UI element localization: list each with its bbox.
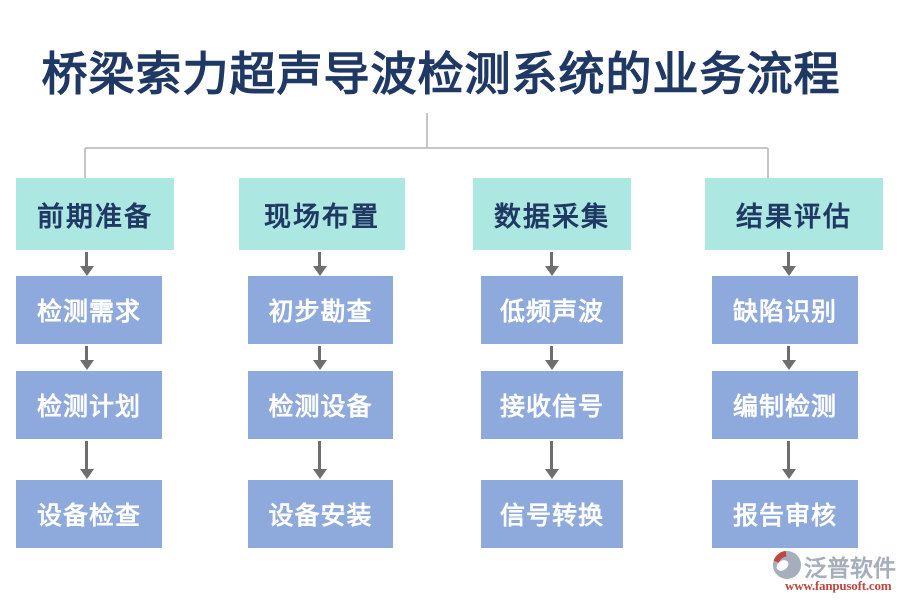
column-3-header-label: 数据采集 bbox=[494, 201, 610, 232]
column-1-step-1-label: 检测需求 bbox=[36, 299, 141, 326]
column-4-step-3-box: 报告审核 bbox=[712, 480, 858, 548]
column-4-step-3-label: 报告审核 bbox=[732, 503, 837, 530]
column-3-step-3-box: 信号转换 bbox=[481, 480, 623, 548]
column-1-step-2-box: 检测计划 bbox=[16, 371, 162, 439]
column-1-header-label: 前期准备 bbox=[37, 201, 153, 232]
column-2-step-3-label: 设备安装 bbox=[268, 503, 373, 530]
fanpu-brand-text: 泛普软件 bbox=[804, 556, 896, 581]
column-4-down-arrow-3 bbox=[787, 441, 790, 469]
column-3-step-3-label: 信号转换 bbox=[499, 503, 604, 530]
column-2-step-2-label: 检测设备 bbox=[268, 394, 373, 421]
column-2-step-1-box: 初步勘查 bbox=[248, 276, 393, 344]
column-3-step-2-label: 接收信号 bbox=[499, 394, 604, 421]
column-1-down-arrow-1 bbox=[85, 252, 88, 266]
column-2-step-1-label: 初步勘查 bbox=[268, 299, 373, 326]
column-4-step-1-label: 缺陷识别 bbox=[732, 299, 837, 326]
column-3-down-arrow-2 bbox=[550, 346, 553, 360]
column-1-down-arrow-2 bbox=[85, 346, 88, 360]
column-2-step-2-box: 检测设备 bbox=[248, 371, 393, 439]
column-4-header-label: 结果评估 bbox=[736, 201, 852, 232]
column-4-down-arrow-1 bbox=[787, 252, 790, 266]
column-2-down-arrow-1 bbox=[318, 252, 321, 266]
column-4-step-2-label: 编制检测 bbox=[732, 394, 837, 421]
column-2-down-arrow-2 bbox=[318, 346, 321, 360]
column-3-step-1-label: 低频声波 bbox=[499, 299, 604, 326]
column-4-step-2-box: 编制检测 bbox=[712, 371, 858, 439]
column-1-step-3-label: 设备检查 bbox=[36, 503, 141, 530]
column-2-step-3-box: 设备安装 bbox=[248, 480, 393, 548]
column-4-down-arrow-2 bbox=[787, 346, 790, 360]
fanpu-url-text: www.fanpusoft.com bbox=[785, 578, 892, 593]
column-1-step-3-box: 设备检查 bbox=[16, 480, 162, 548]
fanpu-watermark: 泛普软件 www.fanpusoft.com bbox=[770, 547, 900, 599]
column-4-step-1-box: 缺陷识别 bbox=[712, 276, 858, 344]
column-3-down-arrow-3 bbox=[550, 441, 553, 469]
column-3-step-1-box: 低频声波 bbox=[481, 276, 623, 344]
column-1-header-box: 前期准备 bbox=[16, 178, 174, 250]
column-2-down-arrow-3 bbox=[318, 441, 321, 469]
page-title: 桥梁索力超声导波检测系统的业务流程 bbox=[41, 49, 841, 100]
column-2-header-label: 现场布置 bbox=[264, 201, 380, 232]
column-2-header-box: 现场布置 bbox=[239, 178, 405, 250]
column-1-down-arrow-3 bbox=[85, 441, 88, 469]
column-1-step-2-label: 检测计划 bbox=[36, 394, 141, 421]
column-3-down-arrow-1 bbox=[550, 252, 553, 266]
column-3-header-box: 数据采集 bbox=[473, 178, 631, 250]
fanpu-logo-icon bbox=[773, 551, 801, 579]
column-1-step-1-box: 检测需求 bbox=[16, 276, 162, 344]
column-3-step-2-box: 接收信号 bbox=[481, 371, 623, 439]
column-4-header-box: 结果评估 bbox=[705, 178, 883, 250]
